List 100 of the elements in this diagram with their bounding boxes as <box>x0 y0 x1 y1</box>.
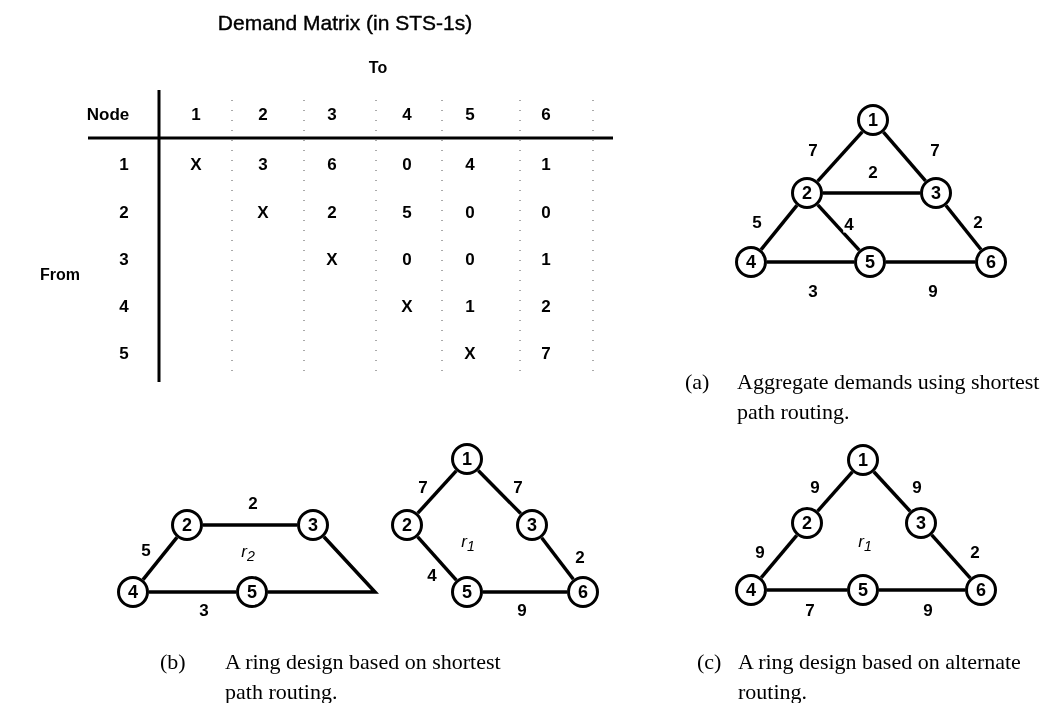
table-value: 1 <box>541 155 551 173</box>
table-value: 4 <box>119 297 129 315</box>
edge-label: 9 <box>922 601 934 619</box>
table-value: 3 <box>327 105 337 123</box>
table-value: 1 <box>541 250 551 268</box>
panel-letter: (b) <box>160 648 186 676</box>
table-value: 0 <box>541 203 551 221</box>
node-circle: 6 <box>965 574 997 606</box>
table-value: 5 <box>465 105 475 123</box>
table-value: 2 <box>541 297 551 315</box>
panel-letter: (c) <box>697 648 722 676</box>
node-circle: 2 <box>391 509 423 541</box>
link-line <box>816 470 854 513</box>
link-line <box>268 535 379 594</box>
edge-label: 2 <box>247 494 259 512</box>
edge-label: 3 <box>807 282 819 300</box>
node-circle: 6 <box>975 246 1007 278</box>
edge-label: 7 <box>807 141 819 159</box>
table-value: 4 <box>402 105 412 123</box>
link-line <box>816 130 864 183</box>
ring-label: r$_{1}$ <box>858 532 872 554</box>
link-line <box>944 204 983 251</box>
link-line <box>823 191 920 195</box>
table-value: 2 <box>327 203 337 221</box>
node-circle: 4 <box>735 246 767 278</box>
link-line <box>141 536 179 581</box>
table-value: X <box>257 203 269 221</box>
ring-label: r$_{1}$ <box>461 532 475 554</box>
edge-label: 2 <box>867 163 879 181</box>
node-circle: 4 <box>117 576 149 608</box>
node-circle: 3 <box>297 509 329 541</box>
node-circle: 5 <box>236 576 268 608</box>
node-circle: 5 <box>854 246 886 278</box>
edge-label: 3 <box>198 601 210 619</box>
link-line <box>767 588 847 592</box>
edge-label: 9 <box>927 282 939 300</box>
table-value: 5 <box>119 344 129 362</box>
link-line <box>872 470 912 513</box>
node-circle: 6 <box>567 576 599 608</box>
link-line <box>759 204 799 251</box>
table-value: 6 <box>327 155 337 173</box>
node-circle: 2 <box>791 507 823 539</box>
table-value: 6 <box>541 105 551 123</box>
link-line <box>416 469 458 515</box>
table-value: 0 <box>402 250 412 268</box>
table-value: 5 <box>402 203 412 221</box>
panel-caption: A ring design based on shortest path routing. <box>225 648 502 703</box>
table-value: 2 <box>258 105 268 123</box>
table-value: X <box>401 297 413 315</box>
panel-caption: Aggregate demands using shortest path routing. <box>737 368 1041 426</box>
edge-label: 2 <box>969 543 981 561</box>
edge-label: 2 <box>574 548 586 566</box>
link-line <box>540 536 575 581</box>
ring-label: r$_{2}$ <box>241 542 255 564</box>
link-line <box>483 590 567 594</box>
edge-label: 9 <box>516 601 528 619</box>
edge-label: 7 <box>417 478 429 496</box>
link-line <box>759 534 799 579</box>
node-circle: 1 <box>857 104 889 136</box>
node-circle: 5 <box>847 574 879 606</box>
panel-letter: (a) <box>685 368 710 396</box>
table-value: 2 <box>119 203 129 221</box>
table-value: X <box>190 155 202 173</box>
link-line <box>930 533 972 580</box>
link-line <box>477 469 522 515</box>
link-line <box>882 130 927 183</box>
axis-label: To <box>368 60 388 76</box>
edge-label: 9 <box>911 478 923 496</box>
panel-caption: A ring design based on alternate routing. <box>738 648 1022 703</box>
node-circle: 3 <box>516 509 548 541</box>
node-circle: 2 <box>171 509 203 541</box>
table-value: 1 <box>191 105 201 123</box>
edge-label: 4 <box>843 215 855 233</box>
node-circle: 4 <box>735 574 767 606</box>
link-line <box>816 203 861 252</box>
edge-label: 7 <box>804 601 816 619</box>
edge-label: 7 <box>929 141 941 159</box>
axis-label: From <box>40 267 80 283</box>
edge-label: 9 <box>809 478 821 496</box>
node-circle: 2 <box>791 177 823 209</box>
edge-label: 9 <box>754 543 766 561</box>
link-line <box>203 523 297 527</box>
table-value: 1 <box>119 155 129 173</box>
edge-label: 7 <box>512 478 524 496</box>
table-value: 3 <box>119 250 129 268</box>
table-value: X <box>464 344 476 362</box>
table-value: 4 <box>465 155 475 173</box>
link-line <box>149 590 236 594</box>
link-line <box>879 588 965 592</box>
table-title: Demand Matrix (in STS-1s) <box>217 11 473 33</box>
node-circle: 3 <box>920 177 952 209</box>
table-value: 3 <box>258 155 268 173</box>
table-value: 0 <box>465 203 475 221</box>
link-line <box>886 260 975 264</box>
link-line <box>767 260 854 264</box>
node-circle: 3 <box>905 507 937 539</box>
edge-label: 2 <box>972 213 984 231</box>
column-header: Node <box>86 105 130 123</box>
node-circle: 5 <box>451 576 483 608</box>
edge-label: 4 <box>426 566 438 584</box>
